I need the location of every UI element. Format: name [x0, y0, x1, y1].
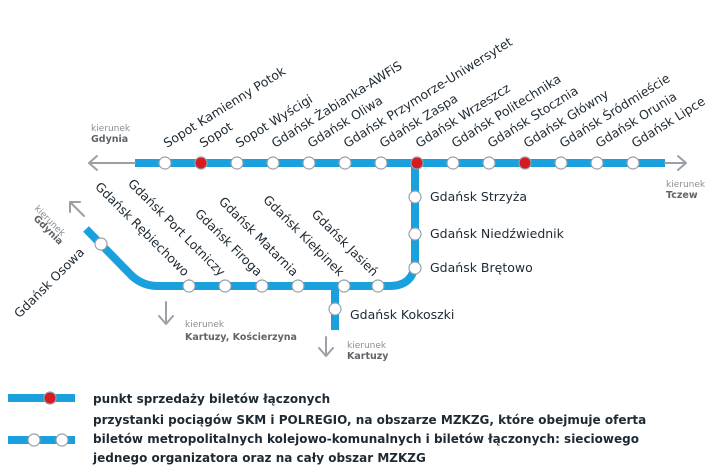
stop-gda-sk-port-lotniczy: [218, 279, 232, 293]
station-label-gda-sk-strzy-a: Gdańsk Strzyża: [430, 189, 527, 204]
stop-gda-sk-firoga: [255, 279, 269, 293]
dir-kartuzy-koscierzyna-big: Kartuzy, Kościerzyna: [185, 332, 297, 343]
station-label-gda-sk-osowa: Gdańsk Osowa: [11, 245, 87, 321]
stop-gda-sk-kie-pinek: [337, 279, 351, 293]
legend: punkt sprzedaży biletów łączonych przyst…: [8, 391, 646, 465]
dir-gdynia-top-big: Gdynia: [91, 134, 128, 145]
dir-gdynia-top-small: kierunek: [91, 124, 131, 134]
dir-kartuzy-big: Kartuzy: [347, 351, 389, 362]
sale-point-gda-sk-wrzeszcz: [410, 156, 424, 170]
dir-kartuzy-small: kierunek: [347, 341, 387, 351]
stops: [94, 156, 640, 316]
stop-gda-sk-politechnika: [446, 156, 460, 170]
stop-gda-sk-oliwa: [302, 156, 316, 170]
dir-tczew-small: kierunek: [666, 180, 706, 190]
stop-gda-sk-orunia: [590, 156, 604, 170]
legend-stop-marker-2: [55, 433, 69, 447]
stop-gda-sk-abianka-awfis: [266, 156, 280, 170]
stop-gda-sk-stocznia: [482, 156, 496, 170]
legend-sale-point-marker: [43, 391, 57, 405]
arrow-gdynia-left: [69, 201, 85, 217]
legend-item-stops-line2: biletów metropolitalnych kolejowo-komuna…: [93, 432, 639, 446]
stop-gda-sk-br-towo: [408, 261, 422, 275]
dir-kartuzy-koscierzyna-small: kierunek: [185, 320, 225, 330]
stop-gda-sk-przymorze-uniwersytet: [338, 156, 352, 170]
legend-item-stops-line1: przystanki pociągów SKM i POLREGIO, na o…: [93, 413, 646, 427]
arrow-kartuzy-koscierzyna: [158, 301, 174, 325]
stop-gda-sk-osowa: [94, 237, 108, 251]
stop-gda-sk-jasie: [371, 279, 385, 293]
legend-stop-marker-1: [27, 433, 41, 447]
stop-gda-sk-matarnia: [291, 279, 305, 293]
legend-item-stops-line3: jednego organizatora oraz na cały obszar…: [92, 451, 426, 465]
sale-point-gda-sk-g-wny: [518, 156, 532, 170]
dir-tczew-big: Tczew: [666, 190, 698, 201]
arrow-tczew: [664, 155, 687, 171]
stop-gda-sk-r-biechowo: [182, 279, 196, 293]
station-label-gda-sk-br-towo: Gdańsk Brętowo: [430, 260, 533, 275]
stop-gda-sk-kokoszki: [328, 302, 342, 316]
stop-sopot-kamienny-potok: [158, 156, 172, 170]
arrow-gdynia-top: [88, 155, 136, 171]
stop-gda-sk-nied-wiednik: [408, 227, 422, 241]
station-label-gda-sk-nied-wiednik: Gdańsk Niedźwiednik: [430, 226, 565, 241]
stop-sopot-wy-cigi: [230, 156, 244, 170]
stop-gda-sk-strzy-a: [408, 190, 422, 204]
legend-item-sale-point: punkt sprzedaży biletów łączonych: [93, 392, 330, 406]
station-label-gda-sk-kokoszki: Gdańsk Kokoszki: [350, 307, 454, 322]
stop-gda-sk-r-dmie-cie: [554, 156, 568, 170]
arrow-kartuzy: [318, 336, 334, 357]
stop-gda-sk-lipce: [626, 156, 640, 170]
stop-gda-sk-zaspa: [374, 156, 388, 170]
sale-point-sopot: [194, 156, 208, 170]
